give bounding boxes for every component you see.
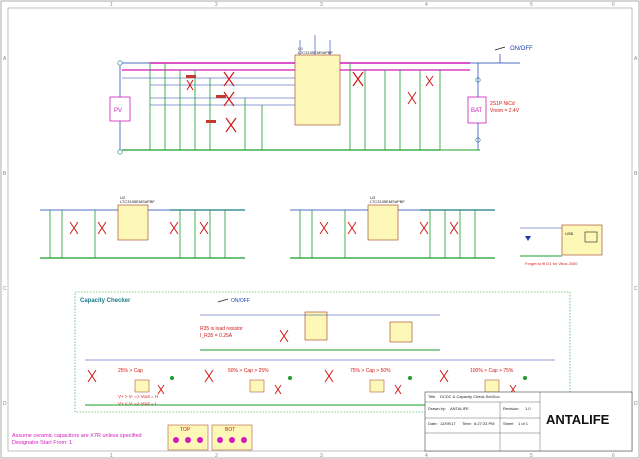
svg-text:6: 6 <box>612 2 615 8</box>
svg-text:C: C <box>634 286 638 292</box>
svg-text:A: A <box>3 56 7 62</box>
svg-text:1: 1 <box>110 453 113 459</box>
usb-label: USB <box>565 231 574 236</box>
svg-text:Date:: Date: <box>428 421 438 426</box>
battery-label: BAT <box>471 108 483 114</box>
checker-regulator-ic <box>304 311 328 341</box>
middle-converters: U2 LTC3105EMS#PBF U3 LTC3105EMS#PBF <box>40 195 603 266</box>
svg-text:B: B <box>3 171 7 177</box>
svg-text:Time:: Time: <box>462 421 472 426</box>
battery-desc-2: Vnom = 2.4V <box>490 108 520 114</box>
svg-text:Title: Title <box>428 394 436 399</box>
assumption-line-1: Assume ceramic capacitors are X7R unless… <box>12 433 142 439</box>
svg-text:2: 2 <box>215 453 218 459</box>
usb-connector <box>561 224 603 256</box>
svg-text:A: A <box>634 56 638 62</box>
u1-ref: U1 <box>298 46 304 51</box>
svg-text:1: 1 <box>110 2 113 8</box>
converter-ic-u1 <box>294 54 341 126</box>
svg-text:Sheet: Sheet <box>503 421 514 426</box>
time: 6:27:33 PM <box>474 421 494 426</box>
stage-4-label: 100% > Cap > 75% <box>470 368 514 374</box>
sheet-title: DCDC & Capacity Check.SchDoc <box>440 394 500 399</box>
sheet-border-inner <box>7 7 633 452</box>
top-bot-test-points: TOP BOT <box>167 424 253 451</box>
svg-text:4: 4 <box>425 453 428 459</box>
u1-part: LTC3105EMS#PBF <box>298 50 333 55</box>
checker-onoff-label: ON/OFF <box>231 298 250 304</box>
resistor-note-1: R35 is load resistor <box>200 326 243 332</box>
usb-note: Forget to fit D1 for Vbus 2000 <box>525 261 578 266</box>
svg-text:3: 3 <box>320 2 323 8</box>
capacity-checker-title: Capacity Checker <box>80 298 131 304</box>
svg-text:4: 4 <box>425 2 428 8</box>
logo: ANTALIFE <box>546 412 610 427</box>
checker-reference-ic <box>389 321 413 343</box>
date: 12/09/17 <box>440 421 456 426</box>
svg-text:D: D <box>3 401 7 407</box>
svg-text:LTC3105EMS#PBF: LTC3105EMS#PBF <box>120 199 155 204</box>
svg-text:5: 5 <box>530 453 533 459</box>
logic-line-2: V+ < V- => Vout = L <box>118 401 158 406</box>
svg-text:3: 3 <box>320 453 323 459</box>
converter-ic-u3 <box>367 204 399 241</box>
converter-ic-u2 <box>117 204 149 241</box>
pv-connector-top <box>117 60 123 66</box>
title-block: Title DCDC & Capacity Check.SchDoc Drawn… <box>424 391 633 452</box>
revision: 1.0 <box>525 406 531 411</box>
sheet-number: 1 of 1 <box>518 421 529 426</box>
svg-text:5: 5 <box>530 2 533 8</box>
usb-diode <box>525 236 531 241</box>
svg-text:U3: U3 <box>370 195 376 200</box>
pv-label: PV <box>114 108 122 114</box>
drawn-by: ANTALIFE <box>450 406 469 411</box>
capacity-checker-frame <box>74 291 571 413</box>
battery-desc-1: 2S1P NiCd <box>490 101 515 107</box>
svg-text:6: 6 <box>612 453 615 459</box>
onoff-switch-label: ON/OFF <box>510 46 533 52</box>
row-markers: A B C D A B C D <box>3 56 638 407</box>
stage-2-label: 50% > Cap > 25% <box>228 368 269 374</box>
svg-text:B: B <box>634 171 638 177</box>
top-mppt-section: PV <box>109 35 533 155</box>
svg-text:U2: U2 <box>120 195 126 200</box>
column-markers: 1 2 3 4 5 6 1 2 3 4 5 6 <box>110 2 615 459</box>
battery-box <box>467 96 487 124</box>
not-fitted-marks-left <box>186 71 237 133</box>
stage-1-label: 25% > Cap <box>118 368 143 374</box>
assumption-line-2: Designator Start From: 1 <box>12 440 72 446</box>
top-label: TOP <box>180 427 191 433</box>
svg-text:C: C <box>3 286 7 292</box>
logic-line-1: V+ > V- => Vout = H <box>118 394 158 399</box>
svg-text:LTC3105EMS#PBF: LTC3105EMS#PBF <box>370 199 405 204</box>
stage-3-label: 75% > Cap > 50% <box>350 368 391 374</box>
pv-connector-bottom <box>117 149 123 155</box>
svg-text:Drawn by:: Drawn by: <box>428 406 446 411</box>
resistor-note-2: I_R35 = 0.25A <box>200 333 233 339</box>
svg-text:Revision:: Revision: <box>503 406 519 411</box>
svg-text:2: 2 <box>215 2 218 8</box>
svg-text:D: D <box>634 401 638 407</box>
bot-label: BOT <box>225 427 235 433</box>
